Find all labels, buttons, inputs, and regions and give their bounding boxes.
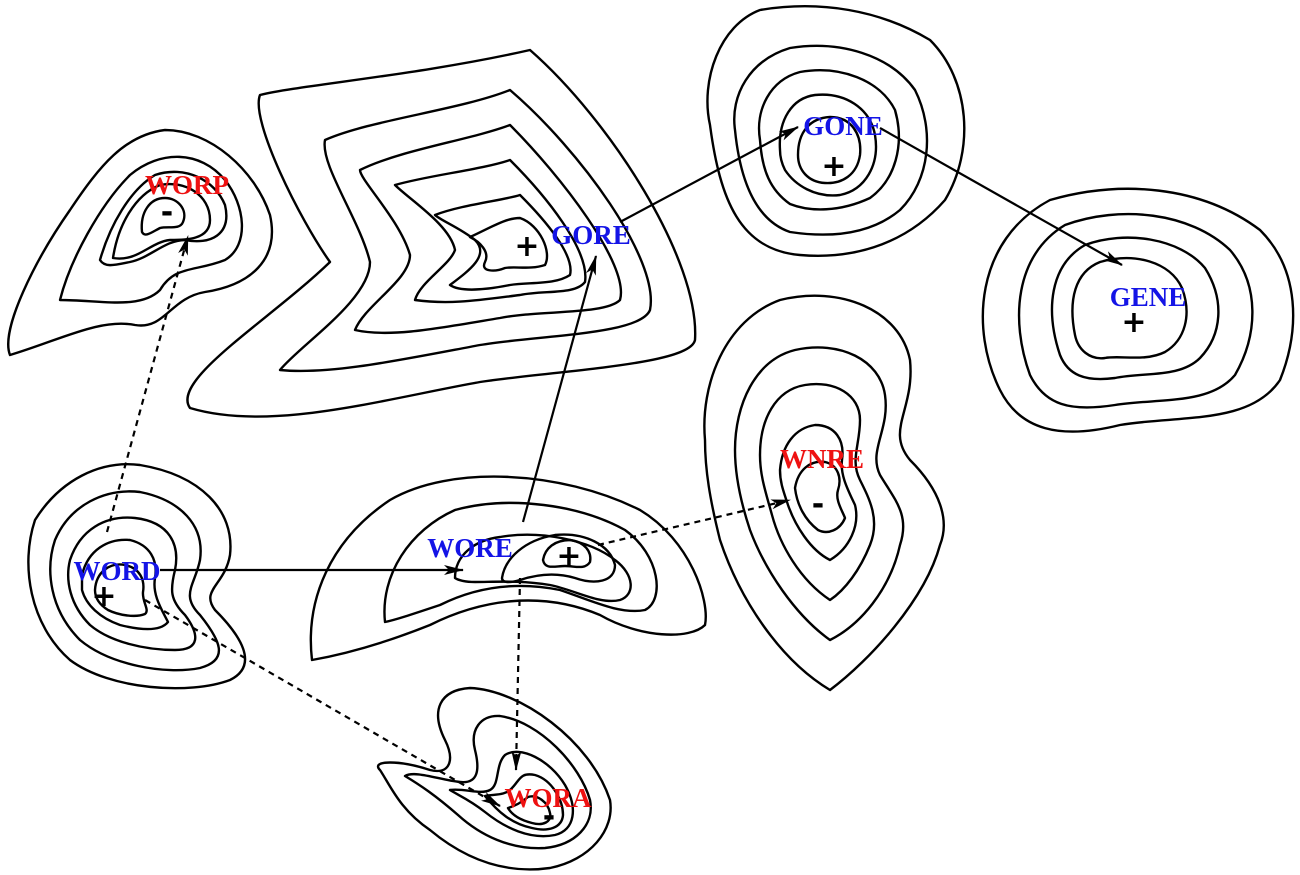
node-label-gore: GORE bbox=[551, 220, 631, 250]
node-sign-worp: - bbox=[161, 195, 173, 230]
arrow-wore-to-gore bbox=[521, 255, 598, 523]
node-label-word: WORD bbox=[74, 556, 161, 586]
contours-worp bbox=[7, 128, 273, 357]
arrow-gore-to-gone bbox=[619, 126, 799, 223]
node-sign-wnre: - bbox=[812, 487, 824, 522]
node-sign-gene: + bbox=[1121, 305, 1146, 340]
node-label-gene: GENE bbox=[1110, 282, 1187, 312]
node-worp: - WORP bbox=[145, 170, 229, 230]
node-gore: + GORE bbox=[514, 220, 630, 264]
node-sign-gone: + bbox=[821, 149, 846, 184]
node-label-wnre: WNRE bbox=[780, 444, 864, 474]
node-sign-wore: + bbox=[556, 539, 581, 574]
node-label-worp: WORP bbox=[145, 170, 229, 200]
node-label-wore: WORE bbox=[427, 533, 513, 563]
node-label-wora: WORA bbox=[505, 783, 593, 813]
contours-gone bbox=[706, 5, 966, 257]
node-sign-gore: + bbox=[514, 229, 539, 264]
node-sign-word: + bbox=[91, 579, 116, 614]
node-gene: + GENE bbox=[1110, 282, 1187, 340]
node-wore: + WORE bbox=[427, 533, 581, 574]
contours-gene bbox=[981, 187, 1295, 433]
contours-word bbox=[27, 463, 247, 690]
node-gone: + GONE bbox=[803, 111, 883, 184]
contours-gore bbox=[186, 48, 697, 418]
node-word: + WORD bbox=[74, 556, 161, 614]
node-sign-wora: - bbox=[543, 799, 555, 834]
arrow-word-to-worp bbox=[105, 235, 190, 533]
transition-arrows bbox=[105, 126, 1123, 807]
arrow-wore-to-wnre bbox=[597, 498, 791, 547]
contours-wnre bbox=[703, 294, 945, 692]
arrow-wore-to-wora bbox=[511, 577, 522, 771]
arrow-gone-to-gene bbox=[879, 127, 1123, 266]
contours-wora bbox=[376, 686, 612, 871]
arrow-word-to-wora bbox=[144, 599, 501, 807]
node-wora: - WORA bbox=[505, 783, 593, 834]
node-label-gone: GONE bbox=[803, 111, 883, 141]
node-wnre: - WNRE bbox=[780, 444, 864, 522]
contours-wore bbox=[309, 475, 707, 662]
